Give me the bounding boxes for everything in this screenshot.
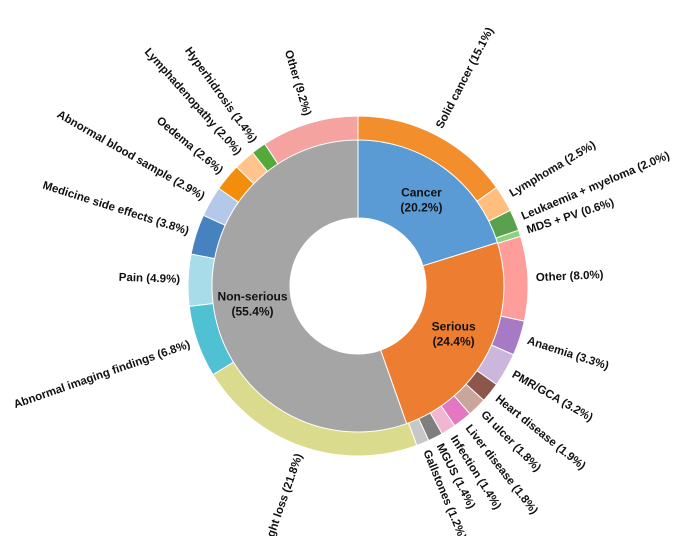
outer-label-other-4: Other (8.0%) bbox=[536, 269, 604, 284]
inner-label-cancer: Cancer(20.2%) bbox=[400, 185, 442, 214]
outer-label-solid-cancer-0: Solid cancer (15.1%) bbox=[434, 26, 496, 131]
outer-label-weight-loss-13: Weight loss (21.8%) bbox=[259, 452, 306, 536]
inner-ring-labels: Cancer(20.2%) Serious(24.4%) Non-serious(5… bbox=[218, 185, 476, 348]
inner-label-serious: Serious(24.4%) bbox=[432, 319, 476, 348]
outer-label-abnormal-blood-sample-17: Abnormal blood sample (2.9%) bbox=[55, 109, 207, 203]
outer-label-other-21: Other (9.2%) bbox=[282, 49, 313, 118]
inner-slice-non-serious-2 bbox=[211, 139, 408, 433]
inner-label-non-serious: Non-serious(55.4%) bbox=[218, 290, 288, 319]
inner-slice-serious-1 bbox=[379, 242, 505, 425]
outer-ring-labels: Solid cancer (15.1%)Lymphoma (2.5%)Leuka… bbox=[12, 26, 671, 541]
outer-label-abnormal-imaging-findings-14: Abnormal imaging findings (6.8%) bbox=[12, 339, 192, 411]
inner-ring bbox=[211, 139, 505, 433]
outer-label-pain-15: Pain (4.9%) bbox=[119, 272, 181, 286]
inner-slice-cancer-0 bbox=[357, 139, 499, 267]
outer-label-medicine-side-effects-16: Medicine side effects (3.8%) bbox=[41, 180, 190, 238]
outer-label-anaemia-5: Anaemia (3.3%) bbox=[526, 335, 611, 373]
